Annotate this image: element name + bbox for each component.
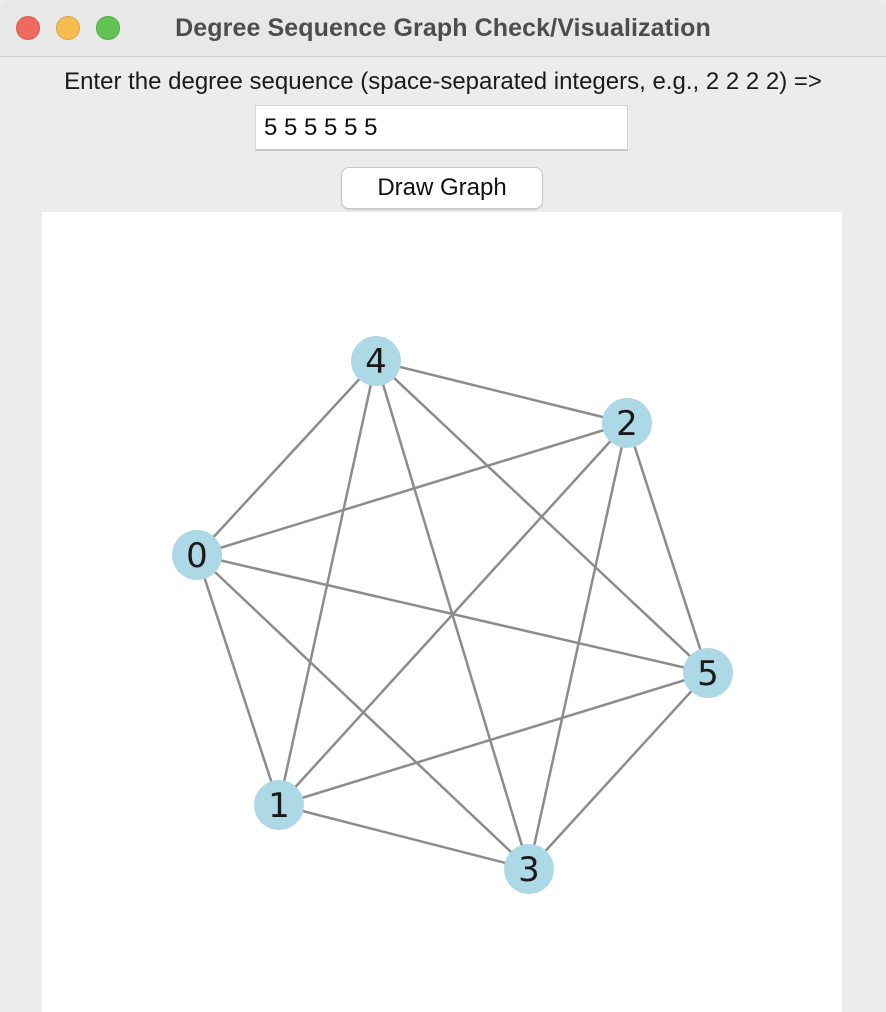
node-circle-0 (172, 530, 222, 580)
node-5: 5 (683, 648, 733, 698)
node-label-2: 2 (616, 404, 638, 444)
edge-2-3 (527, 422, 629, 870)
node-circle-3 (504, 844, 554, 894)
edge-1-5 (278, 671, 709, 807)
nodes-layer: 0 1 2 3 4 5 (172, 336, 733, 894)
draw-graph-button[interactable]: Draw Graph (341, 167, 543, 209)
edge-3-5 (528, 672, 709, 870)
maximize-window-button[interactable] (96, 16, 120, 40)
node-2: 2 (602, 398, 652, 448)
edge-0-2 (196, 421, 628, 557)
node-label-3: 3 (518, 850, 540, 890)
edge-2-4 (375, 359, 628, 425)
node-circle-2 (602, 398, 652, 448)
node-label-5: 5 (697, 654, 719, 694)
degree-sequence-input[interactable] (255, 105, 628, 151)
minimize-window-button[interactable] (56, 16, 80, 40)
graph-plot: 0 1 2 3 4 5 (172, 336, 733, 894)
node-label-1: 1 (268, 786, 290, 826)
edge-1-4 (277, 360, 378, 806)
node-3: 3 (504, 844, 554, 894)
node-label-4: 4 (365, 342, 387, 382)
node-circle-5 (683, 648, 733, 698)
node-1: 1 (254, 780, 304, 830)
edge-3-4 (374, 360, 531, 870)
close-window-button[interactable] (16, 16, 40, 40)
node-circle-4 (351, 336, 401, 386)
title-bar: Degree Sequence Graph Check/Visualizatio… (0, 0, 886, 57)
edge-1-3 (278, 803, 530, 871)
sequence-prompt-label: Enter the degree sequence (space-separat… (64, 68, 822, 95)
node-0: 0 (172, 530, 222, 580)
edges-layer (195, 359, 710, 871)
edge-4-5 (375, 360, 709, 674)
node-label-0: 0 (186, 536, 208, 576)
window-title: Degree Sequence Graph Check/Visualizatio… (175, 14, 711, 42)
edge-0-4 (196, 360, 377, 556)
edge-0-1 (195, 554, 281, 806)
edge-2-5 (625, 422, 710, 674)
node-4: 4 (351, 336, 401, 386)
graph-canvas: 0 1 2 3 4 5 (42, 212, 842, 1012)
node-circle-1 (254, 780, 304, 830)
